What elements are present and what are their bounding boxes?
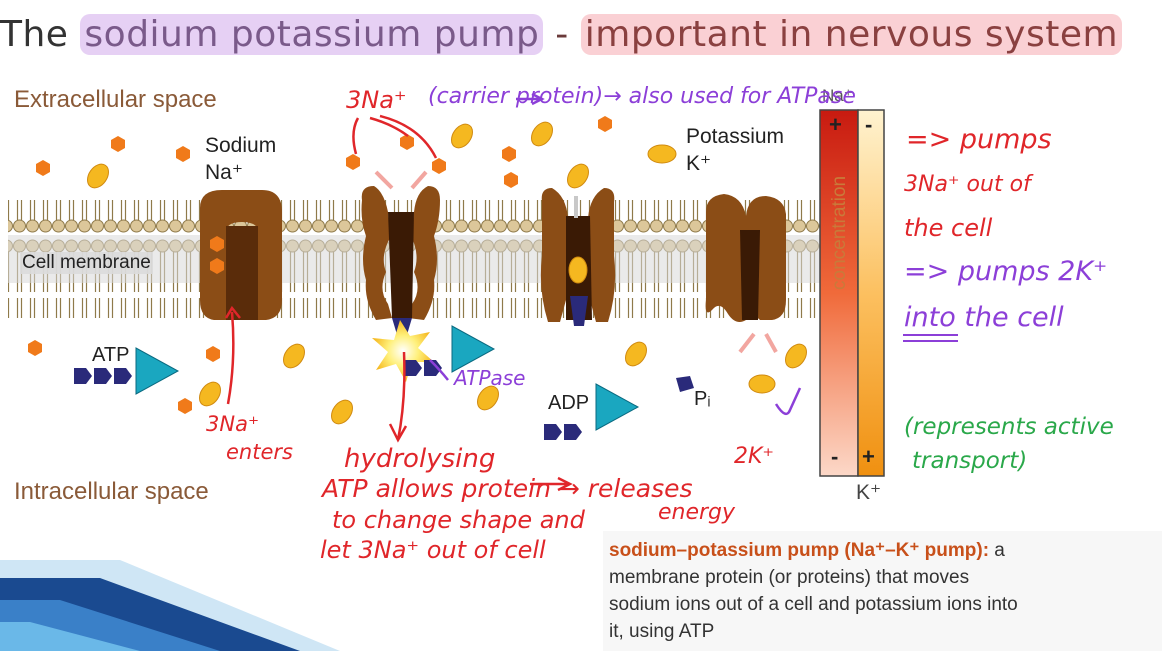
definition-line-2: membrane protein (or proteins) that move…	[609, 567, 970, 588]
definition-term-symbol: (Na⁺–K⁺ pump):	[844, 540, 990, 561]
annotation-hydro-2: ATP allows protein → releases	[322, 474, 693, 503]
annotation-pumps-out-2: 3Na⁺ out of	[904, 172, 1031, 197]
potassium-ion	[331, 399, 353, 425]
title-highlight-nervous-system: important in nervous system	[580, 14, 1123, 55]
potassium-ion	[283, 343, 305, 369]
sodium-ion	[111, 136, 125, 152]
potassium-label: Potassium	[686, 125, 785, 148]
underline-into	[903, 334, 958, 342]
sodium-ion	[36, 160, 50, 176]
potassium-ion	[567, 163, 589, 189]
sodium-ion	[598, 116, 612, 132]
annotation-pumps-out-3: the cell	[904, 214, 993, 242]
k-plus-sign: +	[862, 444, 875, 469]
pump-protein-state-2	[361, 186, 440, 338]
sodium-ion	[504, 172, 518, 188]
purple-annotation-arrows	[429, 92, 802, 416]
sodium-ion	[346, 154, 360, 170]
atp-label: ATP	[92, 344, 130, 366]
annotation-carrier-protein: (carrier protein)→ also used for ATPase	[428, 84, 856, 109]
sodium-ion	[28, 340, 42, 356]
annotation-3na-enters-2: enters	[226, 440, 293, 464]
title-dash: -	[543, 14, 581, 55]
sodium-label: Sodium	[205, 134, 277, 157]
definition-term: sodium–potassium pump	[609, 540, 840, 561]
sodium-ions	[28, 116, 612, 414]
phosphate	[676, 376, 694, 392]
sodium-symbol: Na⁺	[205, 161, 243, 184]
sodium-ion	[178, 398, 192, 414]
annotation-hydro-1: hydrolysing	[344, 444, 496, 474]
potassium-ion	[568, 256, 588, 284]
cell-membrane-label: Cell membrane	[20, 252, 153, 274]
adp-label: ADP	[548, 392, 590, 414]
definition-line-4: it, using ATP	[609, 621, 715, 642]
annotation-into: into	[904, 302, 956, 333]
definition-box: sodium–potassium pump (Na⁺–K⁺ pump): a m…	[603, 531, 1162, 651]
sodium-ion	[432, 158, 446, 174]
annotation-atpase: ATPase	[454, 366, 526, 390]
atp-burst	[372, 320, 496, 382]
annotation-pumps-in-2: into the cell	[904, 302, 1064, 333]
adp-molecule	[544, 383, 640, 440]
sodium-ion	[400, 134, 414, 150]
concentration-na-label: Na⁺	[822, 86, 853, 105]
annotation-3na-enters-1: 3Na⁺	[206, 412, 260, 436]
red-annotation-arrows	[224, 114, 573, 492]
potassium-ions	[87, 121, 807, 425]
annotation-hydro-3: to change shape and	[332, 506, 585, 534]
sodium-ion	[176, 146, 190, 162]
sodium-ion	[502, 146, 516, 162]
pump-protein-state-4	[705, 194, 786, 322]
pump-protein-state-1	[200, 190, 282, 320]
annotation-pumps-out-1: => pumps	[906, 124, 1052, 155]
definition-line-3: sodium ions out of a cell and potassium …	[609, 594, 1018, 615]
potassium-ion	[785, 343, 807, 369]
potassium-ion	[199, 381, 221, 407]
potassium-ion	[748, 374, 776, 394]
sodium-ion	[210, 258, 224, 274]
title-highlight-sodium-potassium-pump: sodium potassium pump	[80, 14, 544, 55]
potassium-ion	[647, 144, 677, 164]
potassium-ion	[477, 385, 499, 411]
ion-flow-arrows	[374, 170, 778, 354]
potassium-ion	[87, 163, 109, 189]
concentration-k-label: K⁺	[856, 481, 882, 504]
annotation-active-1: (represents active	[904, 414, 1114, 440]
potassium-ion	[451, 123, 473, 149]
concentration-axis-label: concentration	[829, 175, 850, 290]
concentration-gradient	[819, 109, 885, 477]
na-plus-sign: +	[829, 112, 842, 137]
k-minus-sign: -	[831, 444, 839, 469]
phosphate-label: Pᵢ	[694, 388, 711, 410]
slide-title: The sodium potassium pump - important in…	[0, 14, 1123, 55]
sodium-ion	[210, 236, 224, 252]
potassium-ion	[531, 121, 553, 147]
annotation-energy: energy	[658, 500, 736, 525]
slide-decoration	[0, 560, 340, 651]
atp-molecule	[74, 347, 180, 395]
annotation-hydro-4: let 3Na⁺ out of cell	[320, 536, 546, 564]
definition-line-1: a	[989, 540, 1005, 561]
definition-text: sodium–potassium pump (Na⁺–K⁺ pump): a m…	[603, 531, 1162, 645]
extracellular-space-label: Extracellular space	[14, 86, 217, 113]
intracellular-space-label: Intracellular space	[14, 478, 209, 505]
sodium-ion	[206, 346, 220, 362]
annotation-the-cell: the cell	[955, 302, 1064, 333]
potassium-symbol: K⁺	[686, 152, 712, 175]
annotation-pumps-in-1: => pumps 2K⁺	[904, 256, 1108, 287]
annotation-3na-top: 3Na⁺	[346, 86, 407, 114]
title-part-1: The	[0, 14, 81, 55]
potassium-ion	[625, 341, 647, 367]
na-minus-sign: -	[865, 112, 873, 137]
annotation-2k: 2K⁺	[734, 444, 775, 469]
annotation-active-2: transport)	[912, 448, 1028, 474]
